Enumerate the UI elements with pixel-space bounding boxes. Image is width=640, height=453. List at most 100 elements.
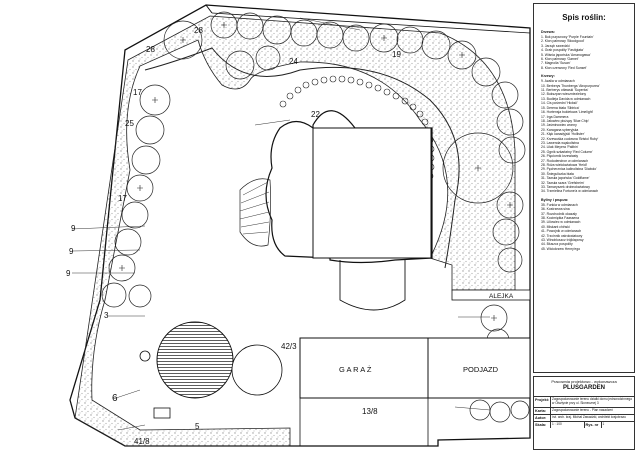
brand-name: PLUSGARDEN [562,385,605,391]
legend-item: 32. Tawuła szara 'Grefsheim' [541,180,585,185]
title-block-key: Projekt: [534,397,551,407]
label-17-upper: 17 [133,88,142,97]
title-block: Pracownia projektowo - wykonawcza PLUSGA… [533,376,635,450]
legend-item: 8. Klon czerwony 'Red Sunset' [541,65,587,70]
legend-item: 36. Kostrzewa sina [541,207,570,212]
alley-strip [451,289,531,301]
title-block-row: Projekt:Zagospodarowanie terenu działki … [534,397,634,408]
legend-item: 39. Liliowiec w odmianach [541,220,581,225]
legend-group-heading: Byliny i pnącza: [541,197,569,202]
legend-item: 38. Kocimiętka Faassena [541,216,580,221]
lawn-edge [144,47,460,269]
label-9-a: 9 [71,224,76,233]
legend-item: 42. Trzcinnik ostrokwiatowy [541,233,583,238]
legend-item: 31. Tawuła japońska 'Goldflame' [541,176,590,181]
title-block-header: Pracownia projektowo - wykonawcza PLUSGA… [534,377,634,397]
label-5: 5 [195,422,200,431]
round-lawn [156,321,234,399]
legend-item: 12. Bukszpan wieczniezielony [541,92,587,97]
scale-label: Skala: [534,421,551,428]
label-42-3: 42/3 [281,342,297,351]
planting-bed-border [74,15,516,447]
title-block-value: Zagospodarowanie terenu działki domu jed… [552,397,633,405]
house-core [312,127,432,259]
legend-item: 11. Berberys ottawski 'Superba' [541,88,589,93]
label-9-c: 9 [66,269,71,278]
legend-item: 2. Klon palmowy 'Bloodgood' [541,39,585,44]
plant-legend: Spis roślin: Drzewa:1. Buk purpurowy 'Pu… [533,3,635,373]
title-block-value: inż. arch. kraj. Michał Zawadzki, archit… [552,414,626,419]
legend-item: 15. Derena biała 'Sibirica' [541,105,580,110]
sheet-label: Rys. nr [583,421,602,428]
legend-item: 24. Lilak Meyera 'Palibin' [541,145,579,150]
legend-item: 18. Jałowiec płożący 'Blue Chip' [541,118,590,123]
legend-item: 19. Jaśminowiec wonny [541,123,577,128]
legend-group-heading: Krzewy: [541,74,555,79]
legend-item: 14. Cis pośredni 'Hicksii' [541,101,578,106]
legend-item: 3. Jarząb szwedzki [541,43,570,48]
garage-label: G A R A Ż [339,365,372,374]
legend-item: 43. Winobluszcz trójklapowy [541,238,584,243]
legend-item: 33. Tamaryszek drobnokwiatowy [541,185,590,189]
garage [299,337,429,399]
legend-item: 44. Bluszcz pospolity [541,242,573,247]
label-28-top: 28 [194,26,203,35]
terrace-fan [239,178,272,247]
legend-item: 28. Róża wielokwiatowa 'Heidi' [541,162,588,167]
legend-item: 1. Buk purpurowy 'Purple Fountain' [541,35,594,39]
legend-item: 26. Pięciornik krzewiasty [541,154,579,159]
legend-item: 20. Karagana syberyjska [541,127,579,132]
label-24: 24 [289,57,298,66]
legend-item: 40. Miskant chiński [541,224,570,229]
label-28-left: 28 [146,45,155,54]
legend-item: 17. Irga Dammera [541,114,569,119]
leader-lines [71,17,491,431]
legend-item: 16. Hortensja bukietowa 'Limelight' [541,110,594,115]
legend-item: 35. Funkia w odmianach [541,202,578,207]
plot-boundary [69,4,531,447]
title-block-value: Zagospodarowanie terenu - Plan nasadzeń [552,407,613,412]
label-22: 22 [311,110,320,119]
title-block-rows: Projekt:Zagospodarowanie terenu działki … [534,397,634,422]
legend-item: 22. Krzewuśka cudowna 'Bristol Ruby' [541,136,599,141]
legend-item: 6. Klon palmowy 'Garnet' [541,57,579,62]
label-13-8: 13/8 [362,407,378,416]
driveway [427,337,531,399]
title-block-scale-row: Skala: 1 : 100 Rys. nr 1 [534,421,634,428]
legend-item: 21. Kłęk kanadyjski 'Hollister' [541,132,585,137]
legend-item: 5. Wiśnia japońska 'Amanogawa' [541,52,591,57]
legend-item: 10. Berberys Thunberga 'Atropurpurea' [541,83,600,88]
legend-item: 23. Lawenda wąskolistna [541,140,579,145]
sheet-value: 1 [602,421,605,426]
terrace-bay [339,260,406,311]
tree-canopies [101,11,530,423]
tree-centers [119,22,513,321]
title-block-row: Karta:Zagospodarowanie terenu - Plan nas… [534,407,634,415]
studio-line: Pracownia projektowo - wykonawcza [551,379,617,384]
legend-item: 27. Rododendron w odmianach [541,158,589,163]
fountain [139,350,151,362]
legend-item: 34. Trzmielina Fortune'a w odmianach [541,189,599,194]
label-3: 3 [104,311,109,320]
legend-item: 37. Rozchodnik okazały [541,211,577,216]
label-9-b: 9 [69,247,74,256]
round-feature-small [231,344,283,396]
legend-item: 45. Wiciokrzew Henry'ego [541,246,581,251]
title-block-key: Karta: [534,407,551,414]
label-25: 25 [125,119,134,128]
title-block-key: Autor: [534,414,551,421]
label-41-8: 41/8 [134,437,150,446]
label-17-lower: 17 [118,194,127,203]
title-block-row: Autor:inż. arch. kraj. Michał Zawadzki, … [534,414,634,422]
bench [153,407,171,419]
terrace-fan-lines [239,181,270,235]
legend-groups: Drzewa:1. Buk purpurowy 'Purple Fountain… [537,30,631,251]
legend-group-heading: Drzewa: [541,30,555,34]
legend-item: 30. Śnieguliczka biała [541,171,574,176]
legend-item: 13. Budleja Davida w odmianach [541,96,591,101]
legend-item: 25. Ognik szkarłatny 'Red Column' [541,149,593,154]
legend-item: 41. Powojnik w odmianach [541,229,582,234]
legend-item: 4. Grab pospolity 'Fastigiata' [541,48,584,53]
label-6: 6 [112,393,118,404]
